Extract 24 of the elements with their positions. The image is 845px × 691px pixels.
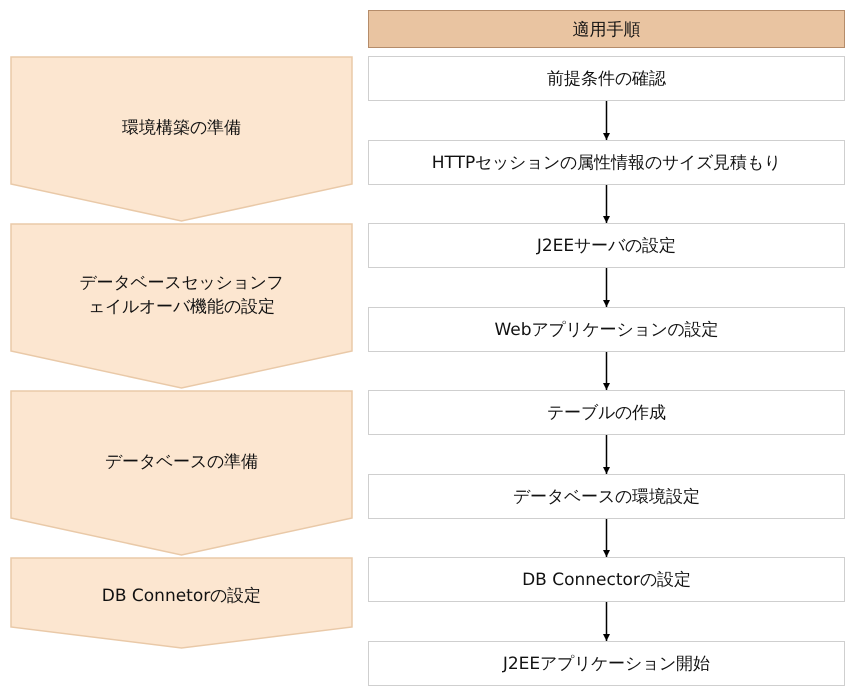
arrow	[603, 602, 610, 641]
phase-panel	[10, 390, 353, 556]
phase-panel	[10, 223, 353, 389]
step-box: J2EEアプリケーション開始	[368, 641, 845, 686]
arrow	[603, 101, 610, 140]
arrow	[603, 268, 610, 307]
phase-label: DB Connetorの設定	[102, 585, 262, 608]
arrow	[603, 185, 610, 223]
arrow	[603, 435, 610, 474]
step-box: 前提条件の確認	[368, 56, 845, 101]
step-box: データベースの環境設定	[368, 474, 845, 519]
phase-label: データベースの準備	[105, 450, 258, 474]
phase-label: 環境構築の準備	[122, 116, 241, 140]
step-box: J2EEサーバの設定	[368, 223, 845, 268]
phase-label: データベースセッションフェイルオーバ機能の設定	[78, 272, 284, 319]
phase-panel	[10, 557, 353, 649]
arrow	[603, 519, 610, 557]
step-box: テーブルの作成	[368, 390, 845, 435]
step-box: HTTPセッションの属性情報のサイズ見積もり	[368, 140, 845, 185]
step-box: Webアプリケーションの設定	[368, 307, 845, 352]
phase-panel	[10, 56, 353, 222]
arrow	[603, 352, 610, 390]
column-header: 適用手順	[368, 10, 845, 48]
step-box: DB Connectorの設定	[368, 557, 845, 602]
